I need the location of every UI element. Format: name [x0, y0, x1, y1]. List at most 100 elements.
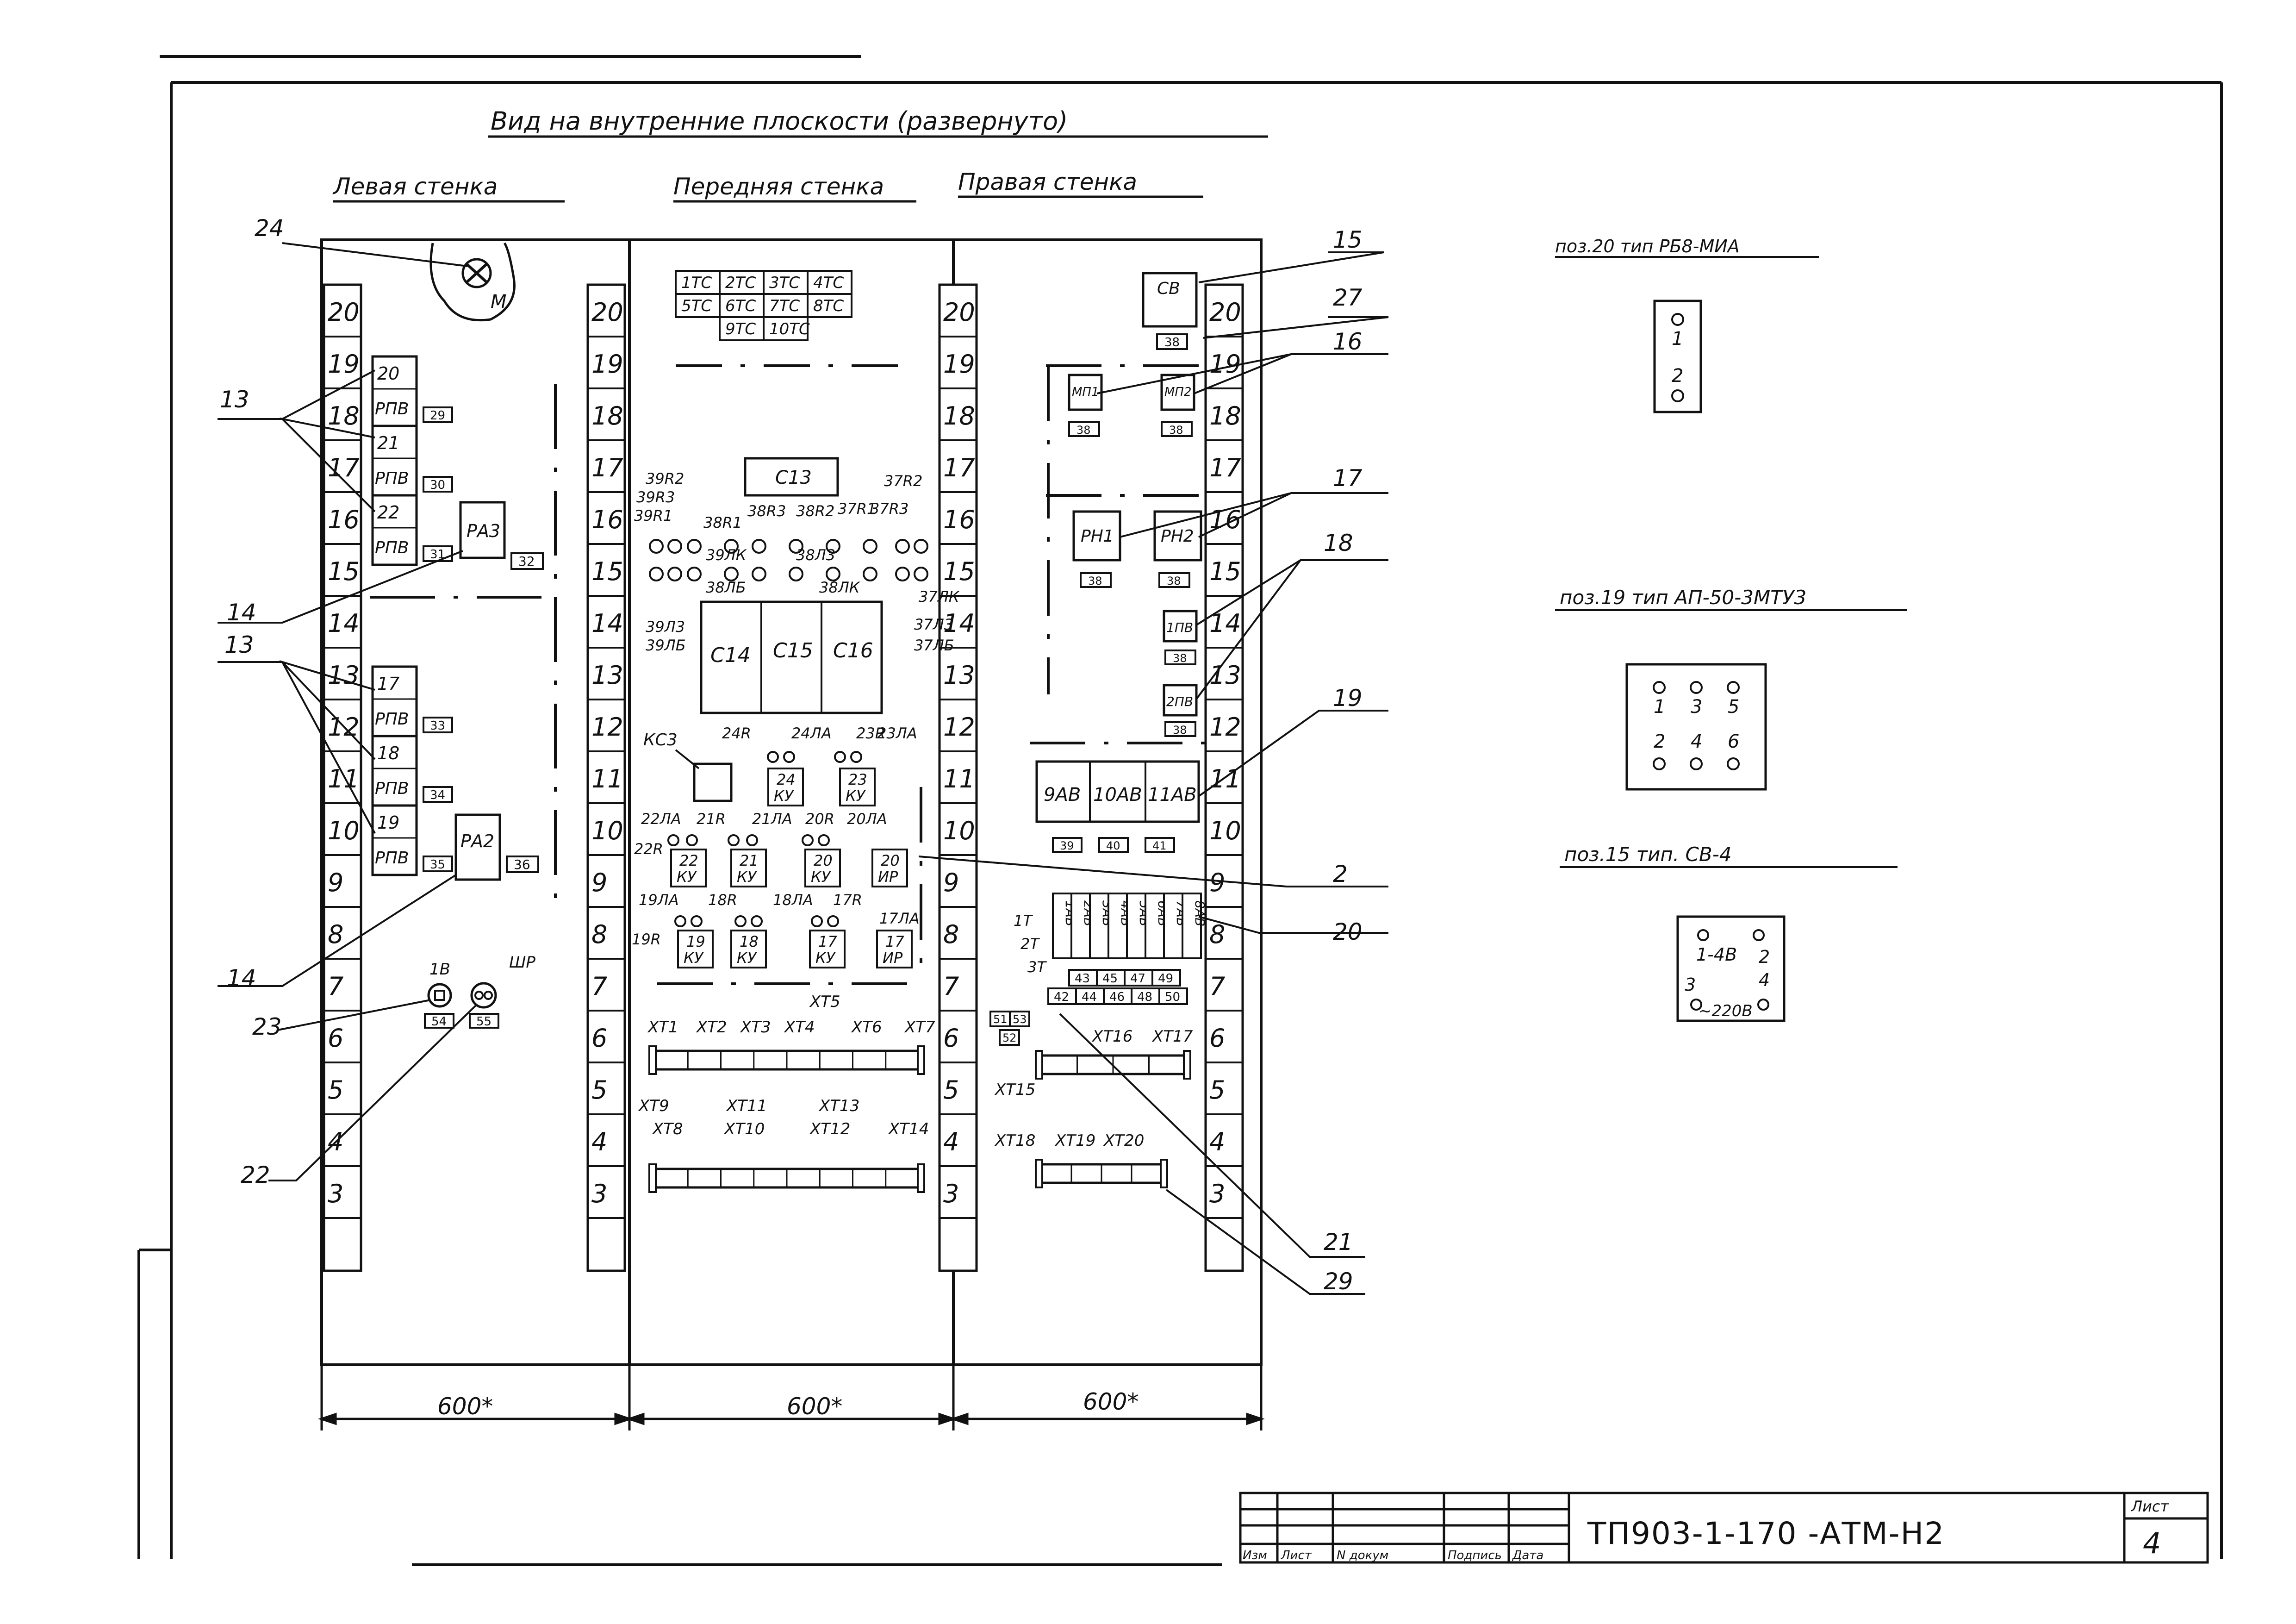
pv1-tag: 38: [1173, 652, 1187, 665]
relay-box: [371, 665, 418, 737]
cb-label: СВ: [1157, 279, 1180, 298]
mp2-tag-box: [1161, 421, 1193, 437]
right-rail-number: 10: [1209, 816, 1241, 845]
left-rail-number: 13: [328, 661, 360, 690]
cb-tag: 38: [1164, 336, 1180, 350]
row-label: 21ЛА: [752, 810, 792, 828]
left-rail-number: 6: [328, 1024, 343, 1053]
ab-tag: 50: [1165, 990, 1180, 1004]
pv2-box: [1163, 684, 1198, 717]
front-left-rail-number: 13: [591, 661, 623, 690]
left-rail-number: 10: [328, 816, 360, 845]
pin-contact: [1690, 681, 1703, 694]
position-number: 15: [1333, 226, 1363, 253]
dimension-front: 600*: [787, 1393, 842, 1420]
ab-column: [1089, 893, 1109, 959]
tc-cell: [675, 293, 721, 318]
leader-line: [918, 856, 1388, 887]
capacitor-c15: С15: [773, 639, 813, 662]
row-label: 21R: [697, 810, 726, 828]
pin-contact: [1727, 757, 1740, 770]
ab10-tag: 40: [1106, 839, 1120, 852]
wall-header-left: Левая стенка: [332, 173, 498, 200]
spec-pos15-pin-4: [1757, 999, 1769, 1011]
ku-box-type: КУ: [737, 868, 758, 886]
left-rail-number: 16: [328, 505, 360, 534]
ku-box: [809, 930, 846, 968]
resistor-contact: [863, 567, 877, 581]
position-number: 13: [220, 386, 249, 413]
front-right-rail-number: 19: [943, 350, 975, 379]
rn2-box: [1153, 510, 1202, 562]
ku-box-type: КУ: [846, 787, 866, 805]
capacitor-block: [700, 600, 883, 714]
ku-box-type: КУ: [811, 868, 832, 886]
relay-tag: 30: [430, 478, 445, 492]
left-rail-number: 14: [328, 609, 360, 638]
terminal-label: ХТ20: [1103, 1131, 1144, 1150]
rn1-tag-box: [1080, 572, 1112, 588]
right-rail-number: 3: [1209, 1179, 1225, 1208]
ab10-tag-box: [1098, 837, 1129, 853]
terminal-label: ХТ3: [740, 1018, 771, 1037]
ku-box-number: 23: [848, 771, 867, 788]
ra3-tag: 32: [518, 554, 535, 569]
ab-tag-box: [1131, 987, 1160, 1005]
position-number: 19: [1333, 685, 1363, 712]
ab-tag: 48: [1137, 990, 1152, 1004]
rn2-label: РН2: [1161, 527, 1194, 546]
relay-contact: [850, 751, 862, 763]
spec-pos20: поз.20 тип РБ8-МИА 1 2: [1555, 236, 1819, 413]
leader-line: [218, 550, 463, 624]
pin-label: 6: [1728, 731, 1739, 752]
resistor-contact: [687, 567, 702, 581]
resistor-label: 37R3: [870, 500, 908, 518]
socket-label: ШР: [509, 953, 535, 972]
relay-number: 21: [377, 433, 399, 453]
front-left-rail-number: 14: [591, 609, 623, 638]
front-right-rail-number: 8: [943, 920, 959, 949]
tc-cell: [807, 293, 852, 318]
resistor-label: 39R2: [646, 470, 684, 487]
terminal-label: ХТ2: [696, 1018, 727, 1037]
spec-pos15-body: [1676, 915, 1786, 1022]
t-tag-box: [999, 1029, 1020, 1046]
pin-contact: [1690, 757, 1703, 770]
terminal-strip-bottom-end: [648, 1163, 657, 1193]
ab-column: [1126, 893, 1146, 959]
terminal-label: ХТ17: [1151, 1027, 1193, 1046]
wall-header-right: Правая стенка: [958, 169, 1137, 195]
tc-cell: [719, 270, 765, 295]
capacitor-c14: С14: [710, 643, 751, 667]
spec-pos15-caption: поз.15 тип. СВ-4: [1564, 843, 1732, 866]
ab-tag: 47: [1130, 972, 1145, 986]
rn1-tag: 38: [1088, 575, 1102, 587]
right-rail-number: 20: [1209, 298, 1241, 327]
relay-tag: 29: [430, 409, 445, 423]
left-rail: [323, 283, 362, 1272]
ku-box-number: 20: [814, 852, 833, 869]
mp1-box: [1068, 374, 1103, 411]
front-right-rail-number: 18: [943, 401, 975, 431]
ku-box-type: КУ: [774, 787, 795, 805]
leader-line: [1165, 1189, 1365, 1295]
tc-cell: [763, 293, 809, 318]
rn1-box: [1072, 510, 1121, 562]
ab-block: [1035, 760, 1200, 823]
rn2-tag-box: [1158, 572, 1190, 588]
mp1-label: МП1: [1072, 385, 1099, 399]
resistor-contact: [826, 539, 840, 554]
relay-contact: [751, 915, 763, 927]
ab-tag-box: [1151, 969, 1181, 987]
resistor-contact: [789, 539, 803, 554]
front-right-rail-number: 3: [943, 1179, 959, 1208]
ku-box-type: ИР: [878, 868, 898, 886]
spec-pos15-pin-3-label: 3: [1685, 974, 1696, 995]
tb-header-doc: N докум: [1337, 1549, 1388, 1562]
relay-number: 18: [377, 743, 399, 763]
title-block: Изм Лист N докум Подпись Дата ТП903-1-17…: [1239, 1492, 2209, 1564]
